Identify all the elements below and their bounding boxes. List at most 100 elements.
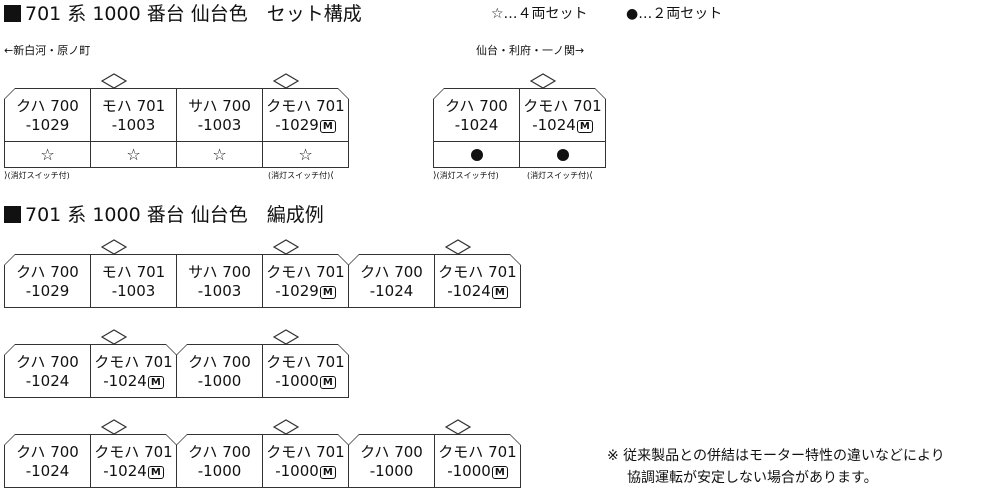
light-switch-label: ⟩(消灯スイッチ付) — [4, 171, 70, 181]
car-type: クハ 700 — [445, 97, 508, 115]
pantograph-icon — [529, 73, 557, 89]
car: クハ 700-1029 — [4, 254, 91, 308]
car-type: クハ 700 — [360, 263, 423, 281]
pantograph-icon — [100, 329, 128, 345]
set-mark-cell: ☆ — [4, 142, 91, 168]
car-number: -1000 — [369, 462, 414, 480]
example-heading: 701 系 1000 番台 仙台色 編成例 — [4, 203, 324, 227]
set-mark-cell: ☆ — [90, 142, 177, 168]
car-number: -1003 — [111, 282, 156, 300]
compatibility-note: ※ 従来製品との併結はモーター特性の違いなどにより 協調運転が安定しない場合があ… — [607, 448, 945, 486]
car: モハ 701-1003 — [90, 88, 177, 142]
four-car-set-icon: ☆ — [126, 145, 141, 164]
car-number: -1003 — [111, 116, 156, 134]
car-type: モハ 701 — [101, 263, 166, 281]
car-number: -1024 — [369, 282, 414, 300]
car-type: クハ 700 — [360, 443, 423, 461]
set-mark-cell: ☆ — [262, 142, 349, 168]
pantograph-icon — [100, 419, 128, 435]
car-type: クモハ 701 — [438, 263, 517, 281]
car: モハ 701-1003 — [90, 254, 177, 308]
motor-icon: M — [492, 466, 508, 479]
car: クハ 700-1029 — [4, 88, 91, 142]
pantograph-icon — [100, 239, 128, 255]
car-type: クハ 700 — [188, 353, 251, 371]
car-number: -1024 — [454, 116, 499, 134]
motor-icon: M — [577, 120, 593, 133]
car-number: -1000 — [197, 372, 242, 390]
car: クハ 700-1000 — [176, 344, 263, 398]
car: クハ 700-1024 — [348, 254, 435, 308]
pantograph-icon — [444, 419, 472, 435]
set-mark-cell — [433, 142, 520, 168]
car: サハ 700-1003 — [176, 254, 263, 308]
set-mark-cell: ☆ — [176, 142, 263, 168]
four-car-set-icon: ☆ — [40, 145, 55, 164]
car: クハ 700-1024 — [433, 88, 520, 142]
car-type: クモハ 701 — [94, 443, 173, 461]
car-number: -1024 — [25, 462, 70, 480]
motor-icon: M — [320, 376, 336, 389]
motor-icon: M — [148, 376, 164, 389]
pantograph-icon — [272, 73, 300, 89]
car-type: モハ 701 — [101, 97, 166, 115]
motor-icon: M — [492, 286, 508, 299]
car-type: クモハ 701 — [523, 97, 602, 115]
motor-icon: M — [320, 286, 336, 299]
car-type: クハ 700 — [16, 97, 79, 115]
car-type: クハ 700 — [16, 443, 79, 461]
car-type: クモハ 701 — [266, 97, 345, 115]
car: クハ 700-1024 — [4, 344, 91, 398]
car-type: クモハ 701 — [266, 353, 345, 371]
light-switch-label: ⟩(消灯スイッチ付) — [433, 171, 499, 181]
car: クハ 700-1000 — [176, 434, 263, 488]
pantograph-icon — [272, 329, 300, 345]
light-icon: ⟩ — [433, 171, 437, 181]
light-switch-label: (消灯スイッチ付)⟨ — [268, 171, 334, 181]
car-type: クモハ 701 — [94, 353, 173, 371]
light-icon: ⟨ — [330, 171, 334, 181]
light-icon: ⟨ — [589, 171, 593, 181]
light-icon: ⟩ — [4, 171, 8, 181]
car-number: -1003 — [197, 282, 242, 300]
light-switch-label: (消灯スイッチ付)⟨ — [527, 171, 593, 181]
car-type: クモハ 701 — [266, 443, 345, 461]
car-number: -1029 — [25, 116, 70, 134]
car-type: クモハ 701 — [438, 443, 517, 461]
four-car-set-icon: ☆ — [212, 145, 227, 164]
direction-left: ←新白河・原ノ町 — [4, 44, 91, 57]
motor-icon: M — [320, 120, 336, 133]
car-type: サハ 700 — [188, 97, 251, 115]
car: サハ 700-1003 — [176, 88, 263, 142]
car-type: サハ 700 — [188, 263, 251, 281]
car: クハ 700-1024 — [4, 434, 91, 488]
square-icon — [4, 206, 21, 223]
car-number: -1003 — [197, 116, 242, 134]
square-icon — [4, 5, 21, 22]
pantograph-icon — [100, 73, 128, 89]
car-type: クハ 700 — [16, 263, 79, 281]
legend-dot: ●…２両セット — [626, 6, 723, 22]
direction-right: 仙台・利府・一ノ関→ — [476, 44, 585, 57]
car-number: -1024 — [25, 372, 70, 390]
two-car-set-icon — [470, 149, 483, 161]
car-type: クハ 700 — [16, 353, 79, 371]
